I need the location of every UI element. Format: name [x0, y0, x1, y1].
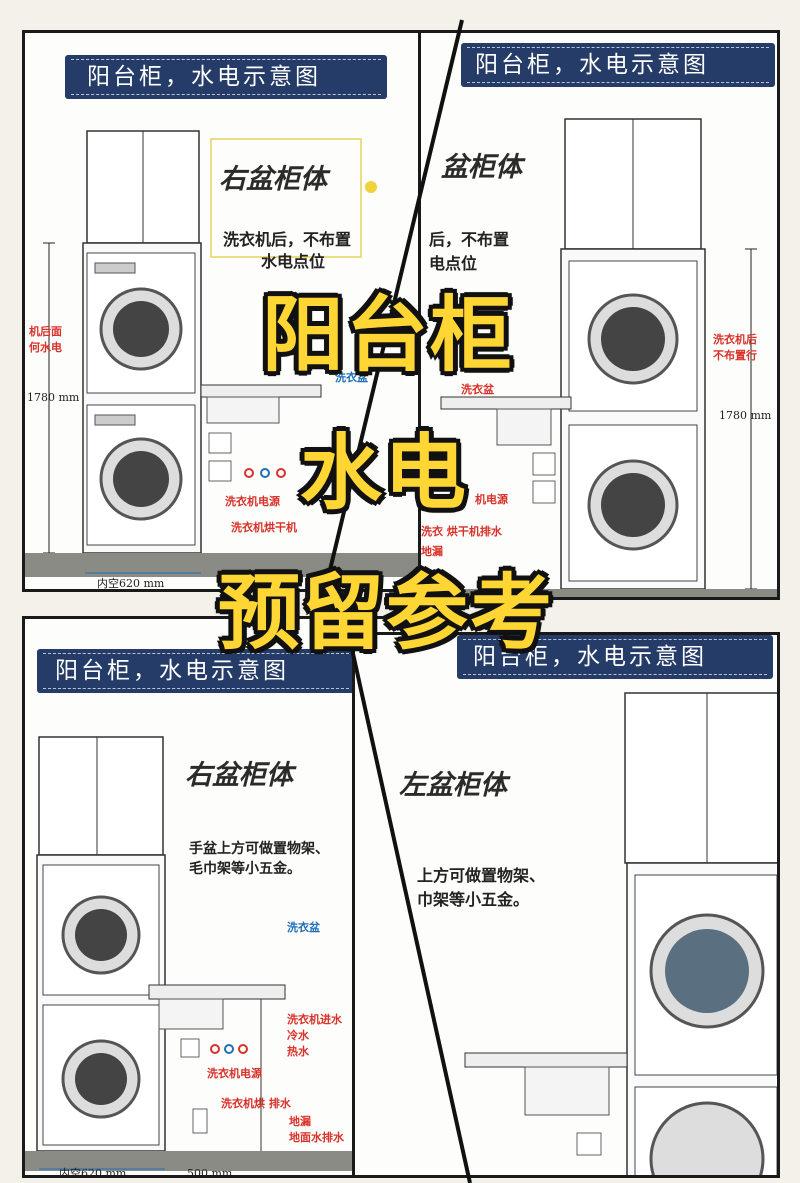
panel4-note-line1: 上方可做置物架、 — [417, 866, 546, 885]
panel3-label-hot: 热水 — [287, 1045, 309, 1058]
panel3-label-cold: 冷水 — [287, 1029, 309, 1042]
panel3-label-power: 洗衣机电源 — [207, 1067, 262, 1080]
panel1-side-label-2: 何水电 — [29, 341, 62, 354]
panel3-drawing — [25, 736, 409, 1171]
panel3-cabinet-title: 右盆柜体 — [185, 760, 293, 791]
panel1-note-line1: 洗衣机后，不布置 — [223, 230, 352, 249]
panel2-cabinet-title: 盆柜体 — [441, 152, 522, 183]
panel2-label-power: 机电源 — [475, 493, 508, 506]
headline-line1: 阳台柜 — [262, 288, 515, 383]
panel-bottom-left: 阳台柜，水电示意图 右盆柜体 手盆上方可做置物架、 毛巾架等小五金。 洗衣盆 洗… — [22, 616, 412, 1178]
panel2-drawing — [421, 118, 777, 597]
panel1-width-dim: 内空620 mm — [97, 577, 165, 590]
panel1-drawing — [25, 130, 451, 577]
panel3-label-inlet: 洗衣机进水 — [287, 1013, 342, 1026]
panel1-side-label-1: 机后面 — [29, 325, 62, 338]
panel4-drawing — [464, 692, 777, 1175]
panel3-note-line2: 毛巾架等小五金。 — [189, 861, 301, 877]
panel3-label-drain: 洗衣机烘 排水 — [221, 1097, 291, 1110]
panel1-label-dryer: 洗衣机烘干机 — [231, 521, 297, 534]
panel3-note-line1: 手盆上方可做置物架、 — [189, 841, 329, 857]
panel4-cabinet-title: 左盆柜体 — [399, 770, 507, 801]
panel4-note-line2: 巾架等小五金。 — [417, 890, 530, 909]
panel3-width-dim2: 500 mm — [187, 1167, 233, 1178]
panel1-banner: 阳台柜，水电示意图 — [65, 55, 387, 99]
panel4-banner: 阳台柜，水电示意图 — [457, 635, 773, 679]
panel1-note-line2: 水电点位 — [261, 252, 326, 271]
panel1-height-dim: 1780 mm — [27, 391, 80, 404]
panel-top-right: 阳台柜，水电示意图 盆柜体 后，不布置 电点位 洗衣盆 机电源 洗衣 烘干机排水… — [418, 30, 780, 600]
panel-bottom-right: 阳台柜，水电示意图 左盆柜体 上方可做置物架、 巾架等小五金。 — [352, 632, 780, 1178]
panel2-note-line1: 后，不布置 — [429, 230, 510, 249]
panel3-label-floor-drain: 地漏 — [289, 1115, 311, 1128]
panel2-label-basin: 洗衣盆 — [461, 383, 494, 396]
panel2-banner: 阳台柜，水电示意图 — [461, 43, 775, 87]
headline-line2: 水电 — [300, 426, 469, 521]
headline-line3: 预留参考 — [218, 566, 555, 661]
panel1-cabinet-title: 右盆柜体 — [219, 164, 327, 195]
panel3-label-floor-drain2: 地面水排水 — [289, 1131, 344, 1144]
panel2-height-dim: 1780 mm — [719, 409, 772, 422]
panel2-side-label-1: 洗衣机后 — [713, 333, 757, 346]
panel1-label-power: 洗衣机电源 — [225, 495, 280, 508]
panel2-label-drain: 洗衣 烘干机排水 — [421, 525, 502, 538]
panel3-width-dim: 内空620 mm — [59, 1167, 127, 1178]
panel3-banner: 阳台柜，水电示意图 — [37, 649, 355, 693]
panel2-side-label-2: 不布置行 — [713, 349, 757, 362]
panel3-label-basin: 洗衣盆 — [287, 921, 320, 934]
